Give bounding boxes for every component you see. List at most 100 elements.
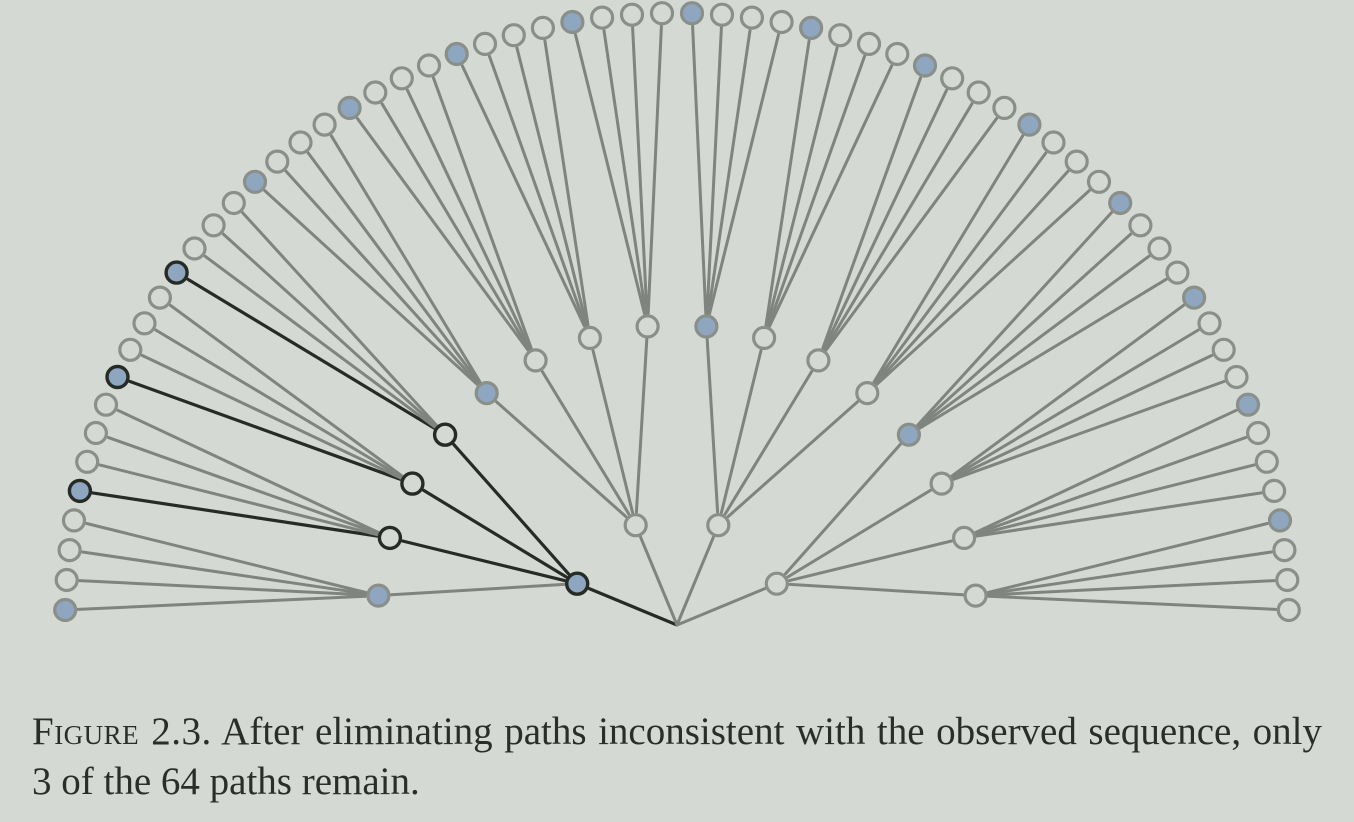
white-marble-node [649, 1, 675, 26]
path-line-level-3 [203, 254, 437, 429]
path-line-level-3 [405, 88, 532, 351]
path-line-level-3 [128, 379, 402, 481]
white-marble-node [940, 66, 965, 91]
path-line-level-3 [329, 134, 482, 384]
blue-marble-node [694, 314, 719, 339]
figure-caption: Figure 2.3. After eliminating paths inco… [32, 707, 1322, 807]
white-marble-node [1041, 130, 1066, 155]
path-line-level-2 [726, 400, 860, 519]
path-line-level-3 [764, 39, 811, 327]
path-line-level-3 [140, 353, 403, 480]
blue-marble-node [679, 1, 705, 26]
white-marble-node [619, 2, 645, 27]
white-marble-node [635, 314, 660, 339]
path-line-level-3 [918, 277, 1168, 430]
white-marble-node [1272, 537, 1297, 563]
path-line-level-3 [646, 24, 663, 315]
path-line-level-2 [786, 488, 932, 579]
path-line-level-3 [874, 169, 1070, 385]
white-marble-node [589, 5, 615, 30]
blue-marble-node [1267, 508, 1293, 533]
path-line-level-1 [675, 587, 767, 627]
white-marble-node [806, 348, 831, 373]
path-line-level-3 [706, 29, 752, 316]
path-line-level-2 [787, 539, 953, 583]
white-marble-node [1245, 420, 1271, 446]
path-line-level-3 [487, 54, 587, 328]
white-marble-node [182, 236, 207, 261]
blue-marble-node [164, 260, 189, 285]
white-marble-node [885, 41, 910, 67]
path-line-level-2 [723, 370, 814, 516]
white-marble-node [432, 422, 458, 447]
blue-marble-node [560, 9, 585, 35]
blue-marble-node [798, 15, 824, 40]
path-line-level-3 [355, 116, 530, 352]
path-line-level-2 [719, 349, 763, 515]
path-line-level-3 [263, 189, 479, 386]
white-marble-node [951, 525, 977, 551]
blue-marble-node [1017, 112, 1042, 137]
path-line-level-2 [634, 337, 649, 514]
blue-marble-node [444, 41, 469, 67]
white-marble-node [1147, 236, 1172, 261]
blue-marble-node [912, 53, 938, 78]
path-line-level-3 [431, 76, 533, 350]
blue-marble-node [366, 583, 391, 608]
path-line-level-1 [639, 535, 679, 627]
white-marble-node [523, 348, 548, 373]
path-line-level-3 [78, 579, 367, 597]
path-line-level-3 [221, 232, 437, 428]
white-marble-node [1128, 213, 1153, 238]
path-line-level-3 [85, 522, 368, 594]
path-line-level-3 [543, 39, 590, 327]
path-line-level-3 [821, 76, 923, 350]
path-line-level-2 [400, 539, 567, 583]
path-line-level-3 [987, 579, 1276, 597]
white-marble-node [221, 190, 246, 216]
white-marble-node [501, 23, 526, 48]
path-line-level-3 [91, 491, 379, 538]
path-line-level-3 [705, 26, 723, 315]
white-marble-node [472, 31, 498, 57]
path-line-level-3 [952, 379, 1226, 481]
white-marble-node [828, 23, 853, 48]
white-marble-node [265, 149, 290, 174]
white-marble-node [623, 513, 648, 538]
white-marble-node [855, 381, 880, 406]
path-line-level-3 [168, 303, 404, 478]
path-line-level-3 [767, 54, 867, 328]
white-marble-node [93, 392, 119, 417]
path-line-level-3 [822, 88, 949, 351]
figure-label: Figure 2.3. [32, 710, 212, 753]
path-line-level-3 [241, 211, 438, 427]
path-line-level-3 [106, 435, 380, 535]
path-line-level-3 [602, 29, 648, 316]
path-line-level-3 [76, 594, 367, 611]
blue-marble-node [242, 169, 268, 194]
path-line-level-2 [591, 349, 635, 515]
path-line-level-3 [768, 64, 894, 328]
white-marble-node [118, 337, 143, 362]
path-line-level-3 [917, 232, 1133, 428]
white-marble-node [312, 112, 337, 137]
white-marble-node [57, 537, 82, 563]
white-marble-node [1261, 478, 1287, 503]
path-line-level-3 [951, 353, 1214, 480]
white-marble-node [1197, 311, 1222, 336]
path-line-level-3 [81, 550, 368, 596]
white-marble-node [709, 2, 735, 27]
white-marble-node [751, 325, 777, 350]
white-marble-node [201, 213, 226, 238]
white-marble-node [288, 130, 313, 155]
white-marble-node [1211, 337, 1236, 362]
path-line-level-3 [917, 254, 1151, 429]
path-line-level-2 [540, 370, 631, 516]
path-line-level-3 [116, 408, 380, 534]
path-line-level-3 [875, 189, 1091, 386]
white-marble-node [963, 583, 988, 608]
blue-marble-node [565, 571, 590, 596]
blue-marble-node [105, 364, 130, 390]
path-line-level-3 [631, 26, 649, 315]
